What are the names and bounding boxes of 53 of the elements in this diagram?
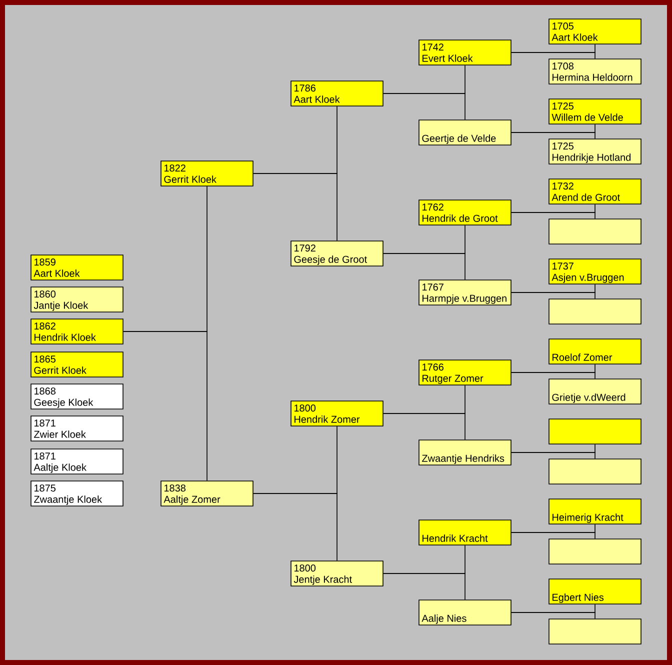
connector-line bbox=[511, 132, 596, 139]
connector-line bbox=[383, 573, 466, 600]
connector-line bbox=[123, 331, 208, 481]
person-box: 1865 Gerrit Kloek bbox=[30, 352, 124, 378]
person-box: 1792 Geesje de Groot bbox=[290, 240, 384, 266]
person-box: 1862 Hendrik Kloek bbox=[30, 318, 124, 344]
person-box: Roelof Zomer bbox=[548, 338, 642, 364]
connector-line bbox=[383, 413, 466, 440]
person-box: Aalje Nies bbox=[418, 600, 512, 626]
person-box: Egbert Nies bbox=[548, 578, 642, 604]
person-box: 1766 Rutger Zomer bbox=[418, 360, 512, 386]
person-box: 1708 Hermina Heldoorn bbox=[548, 58, 642, 84]
person-box: 1725 Hendrikje Hotland bbox=[548, 138, 642, 164]
empty-box bbox=[548, 538, 642, 564]
person-box: 1705 Aart Kloek bbox=[548, 18, 642, 44]
connector-line bbox=[511, 212, 596, 219]
connector-line bbox=[511, 452, 596, 459]
person-box: 1762 Hendrik de Groot bbox=[418, 200, 512, 226]
connector-line bbox=[511, 612, 596, 619]
empty-box bbox=[548, 418, 642, 444]
person-box: Geertje de Velde bbox=[418, 120, 512, 146]
connector-line bbox=[253, 173, 338, 241]
connector-line bbox=[511, 532, 596, 539]
person-box: 1859 Aart Kloek bbox=[30, 254, 124, 280]
person-box: 1860 Jantje Kloek bbox=[30, 286, 124, 312]
person-box: Grietje v.dWeerd bbox=[548, 378, 642, 404]
connector-line bbox=[511, 372, 596, 379]
person-box: 1725 Willem de Velde bbox=[548, 98, 642, 124]
empty-box bbox=[548, 458, 642, 484]
person-box: 1800 Hendrik Zomer bbox=[290, 400, 384, 426]
empty-box bbox=[548, 298, 642, 324]
person-box: 1786 Aart Kloek bbox=[290, 80, 384, 106]
connector-line bbox=[511, 52, 596, 59]
person-box: 1871 Zwier Kloek bbox=[30, 416, 124, 442]
person-box: 1732 Arend de Groot bbox=[548, 178, 642, 204]
person-box: 1822 Gerrit Kloek bbox=[160, 160, 254, 186]
person-box: 1800 Jentje Kracht bbox=[290, 560, 384, 586]
connector-line bbox=[511, 292, 596, 299]
person-box: Hendrik Kracht bbox=[418, 520, 512, 546]
empty-box bbox=[548, 218, 642, 244]
person-box: 1737 Asjen v.Bruggen bbox=[548, 258, 642, 284]
person-box: 1868 Geesje Kloek bbox=[30, 384, 124, 410]
person-box: 1871 Aaltje Kloek bbox=[30, 448, 124, 474]
person-box: 1767 Harmpje v.Bruggen bbox=[418, 280, 512, 306]
person-box: 1742 Evert Kloek bbox=[418, 40, 512, 66]
empty-box bbox=[548, 618, 642, 644]
connector-line bbox=[253, 493, 338, 561]
person-box: Heimerig Kracht bbox=[548, 498, 642, 524]
person-box: 1875 Zwaantje Kloek bbox=[30, 480, 124, 506]
connector-line bbox=[383, 93, 466, 120]
connector-line bbox=[383, 253, 466, 280]
person-box: 1838 Aaltje Zomer bbox=[160, 480, 254, 506]
person-box: Zwaantje Hendriks bbox=[418, 440, 512, 466]
